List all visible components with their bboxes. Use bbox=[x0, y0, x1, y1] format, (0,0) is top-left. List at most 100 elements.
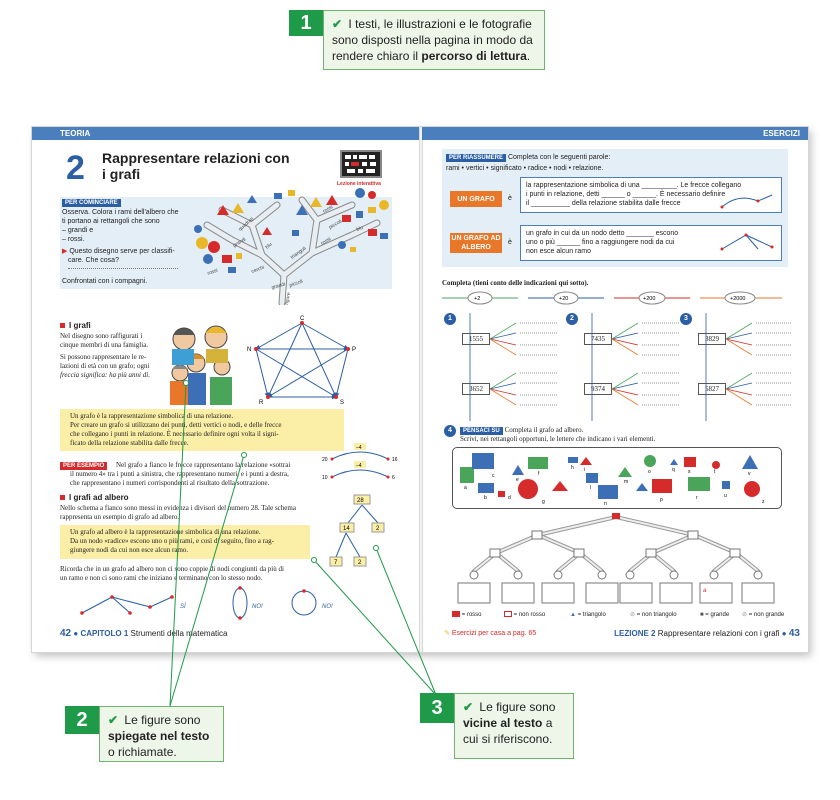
start-number: 3652 bbox=[462, 383, 490, 395]
tree-word: rossi bbox=[322, 204, 334, 214]
shape-letter: e bbox=[516, 477, 519, 483]
tree-examples: SÌ NO! NO! bbox=[80, 586, 333, 620]
callout-1: 1 ✔ I testi, le illustrazioni e le fotog… bbox=[289, 10, 545, 70]
tree-word: figure bbox=[284, 292, 292, 305]
op-label: +2000 bbox=[730, 296, 745, 302]
callout-text: ✔ I testi, le illustrazioni e le fotogra… bbox=[323, 10, 545, 70]
body-text: Nello schema a fianco sono messi in evid… bbox=[60, 504, 296, 512]
definition-line: Un grafo ad albero è la rappresentazione… bbox=[70, 528, 261, 536]
definition-fill-box[interactable] bbox=[520, 225, 782, 261]
classification-tree: a bbox=[457, 513, 775, 604]
op-label: –4 bbox=[356, 445, 362, 451]
legend-item: = rosso bbox=[452, 611, 482, 620]
word-list: rami • vertici • significato • radice • … bbox=[446, 165, 604, 172]
legend-item: ▲ = triangolo bbox=[570, 612, 606, 618]
shape-letter: o bbox=[648, 469, 651, 475]
section-heading: I grafi bbox=[60, 321, 91, 330]
op-label: –4 bbox=[356, 463, 362, 469]
start-number: 9374 bbox=[584, 383, 612, 395]
exercise-number: 3 bbox=[680, 313, 692, 325]
page-footer: LEZIONE 2 Rappresentare relazioni con i … bbox=[614, 628, 800, 639]
answer-line[interactable] bbox=[68, 268, 178, 269]
fill-line: uno o più ______ fino a raggiungere nodi… bbox=[526, 239, 675, 246]
shape-letter: i bbox=[584, 467, 585, 473]
exercise-graphs bbox=[469, 313, 792, 421]
definition-box bbox=[60, 525, 310, 559]
answer-letter: a bbox=[703, 588, 707, 594]
fill-line: un grafo in cui da un nodo detto _______… bbox=[526, 230, 679, 237]
section-heading: I grafi ad albero bbox=[60, 493, 129, 502]
body-text: un ramo e non ci sono rami che iniziano … bbox=[60, 574, 263, 582]
op-label: +20 bbox=[559, 296, 568, 302]
definition-line: Un grafo è la rappresentazione simbolica… bbox=[70, 412, 234, 420]
shape-letter: n bbox=[604, 501, 607, 507]
definition-box bbox=[60, 409, 344, 451]
exercise-number: 4 bbox=[444, 425, 456, 437]
question-line: ▶ Questo disegno serve per classifi- bbox=[62, 248, 175, 255]
shape-letter: h bbox=[571, 465, 574, 471]
check-icon: ✔ bbox=[332, 17, 343, 31]
tree-word: cerchi bbox=[251, 265, 266, 275]
grafo-albero-label: UN GRAFO AD ALBERO bbox=[450, 233, 502, 253]
verb-label: è bbox=[508, 239, 512, 246]
definition-line: ficato della relazione stabilita dalle f… bbox=[70, 439, 189, 447]
op-label: +2 bbox=[474, 296, 480, 302]
pencil-icon: ✎ bbox=[444, 630, 450, 637]
exercise-4-header: PENSACI SU Completa il grafo ad albero. bbox=[460, 426, 583, 435]
definition-line: che collegano i punti in relazione. È ne… bbox=[70, 430, 279, 438]
body-text: Nel disegno sono raffigurati i bbox=[60, 332, 143, 340]
body-text: il numero 4» tra i punti a sinistra, che… bbox=[70, 470, 289, 478]
per-cominciare-tag: PER COMINCIARE bbox=[62, 198, 121, 207]
shape-letter: t bbox=[714, 469, 716, 475]
body-text: Si possono rappresentare le re- bbox=[60, 353, 147, 361]
tree-word: rossi bbox=[320, 236, 332, 246]
definition-line: Da un nodo «radice» escono uno o più ram… bbox=[70, 537, 274, 545]
section-band: ESERCIZI bbox=[422, 127, 808, 140]
check-icon: ✔ bbox=[108, 713, 119, 727]
check-icon: ✔ bbox=[463, 700, 474, 714]
grafo-label: UN GRAFO bbox=[450, 191, 502, 207]
per-riassumere-header: PER RIASSUMERE Completa con le seguenti … bbox=[446, 153, 610, 162]
fill-line: i punti in relazione, detti ______ o ___… bbox=[526, 191, 726, 198]
start-number: 3829 bbox=[698, 333, 726, 345]
node-value: 10 bbox=[322, 475, 328, 481]
chapter-title: Rappresentare relazioni con i grafi bbox=[102, 150, 290, 182]
fill-line: il __________ della relazione stabilita … bbox=[526, 200, 681, 207]
family-illustration bbox=[166, 317, 238, 405]
interactive-lesson-icon[interactable] bbox=[340, 150, 382, 178]
start-number: 5827 bbox=[698, 383, 726, 395]
definition-fill-box[interactable] bbox=[520, 177, 782, 213]
fill-line: non esce alcun ramo bbox=[526, 248, 591, 255]
legend-item: ⊘ = non triangolo bbox=[630, 612, 677, 618]
definition-line: Per creare un grafo si utilizzano dei pu… bbox=[70, 421, 282, 429]
right-page: ESERCIZI PER RIASSUMERE Completa con le … bbox=[422, 127, 808, 652]
exercise-number: 2 bbox=[566, 313, 578, 325]
chapter-number: 2 bbox=[66, 149, 85, 187]
shape-letter: m bbox=[624, 479, 628, 485]
classification-tree-illustration: rossi cerchi quadrati grandi piccoli tri… bbox=[194, 188, 389, 305]
graph-node-label: P bbox=[352, 347, 356, 353]
callout-3: 3 ✔ Le figure sono vicine al testo a cui… bbox=[420, 693, 574, 759]
start-number: 1555 bbox=[462, 333, 490, 345]
callout-number: 2 bbox=[65, 706, 99, 734]
shape-letter: v bbox=[748, 471, 751, 477]
callout-text: ✔ Le figure sono spiegate nel testo o ri… bbox=[99, 706, 224, 762]
tree-word: blu bbox=[264, 242, 273, 251]
callout-number: 3 bbox=[420, 693, 454, 723]
section-band: TEORIA bbox=[32, 127, 420, 140]
body-text: rappresenta un esempio di grafo ad alber… bbox=[60, 513, 180, 521]
legend-item: = non rosso bbox=[504, 611, 545, 620]
divisors-tree: 28 14 2 7 2 bbox=[329, 494, 385, 567]
verb-label: è bbox=[508, 195, 512, 202]
left-page: TEORIA 2 Rappresentare relazioni con i g… bbox=[32, 127, 420, 652]
example-no-label: NO! bbox=[322, 604, 333, 610]
confront-line: Confrontati con i compagni. bbox=[62, 278, 148, 285]
open-book: TEORIA 2 Rappresentare relazioni con i g… bbox=[32, 127, 808, 652]
tree-word: rossi bbox=[207, 268, 219, 277]
fill-line: la rappresentazione simbolica di una ___… bbox=[526, 182, 742, 189]
body-text: che rappresentano i numeri corrispondent… bbox=[70, 479, 270, 487]
instruction-line: ti portano ai rettangoli che sono bbox=[62, 218, 160, 225]
graph-node-label: C bbox=[300, 316, 305, 322]
tree-node: 2 bbox=[358, 560, 362, 566]
body-text: lazioni di età con un grafo; ogni bbox=[60, 362, 150, 370]
